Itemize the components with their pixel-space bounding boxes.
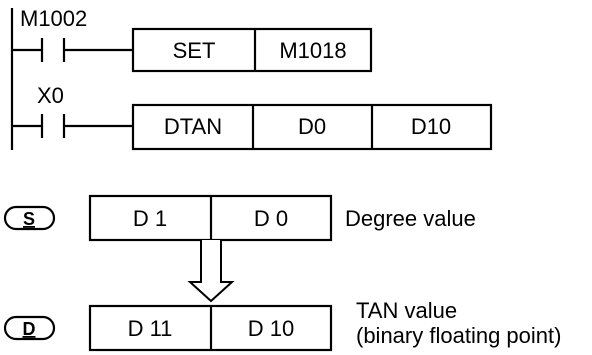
rung2-instruction-src: D0	[298, 114, 326, 139]
destination-marker-badge	[3, 315, 56, 341]
ladder-diagram	[10, 8, 493, 151]
destination-high-word: D 11	[128, 316, 173, 341]
source-low-word: D 0	[254, 206, 288, 231]
destination-operand-row: D D 11 D 10 TAN value (binary floating p…	[3, 298, 561, 352]
rung1-instruction-op: SET	[173, 38, 216, 63]
source-description: Degree value	[345, 206, 476, 231]
source-marker-letter: S	[23, 209, 35, 229]
destination-description-line1: TAN value	[356, 298, 457, 323]
rung1-instruction-arg: M1018	[279, 38, 346, 63]
destination-low-word: D 10	[248, 316, 294, 341]
rung2-instruction-op: DTAN	[164, 114, 222, 139]
rung2-instruction-dst: D10	[411, 114, 451, 139]
rung2-contact-label: X0	[37, 83, 64, 108]
rung1-contact-label: M1002	[20, 6, 87, 31]
source-high-word: D 1	[133, 206, 167, 231]
rung2-instruction-box	[131, 103, 493, 151]
destination-marker-letter: D	[23, 319, 36, 339]
conversion-arrow-icon	[187, 240, 235, 303]
source-marker-badge	[3, 205, 56, 231]
source-operand-row: S D 1 D 0 Degree value	[3, 194, 476, 242]
destination-description-line2: (binary floating point)	[356, 323, 561, 348]
rung1-instruction-box	[131, 27, 373, 73]
